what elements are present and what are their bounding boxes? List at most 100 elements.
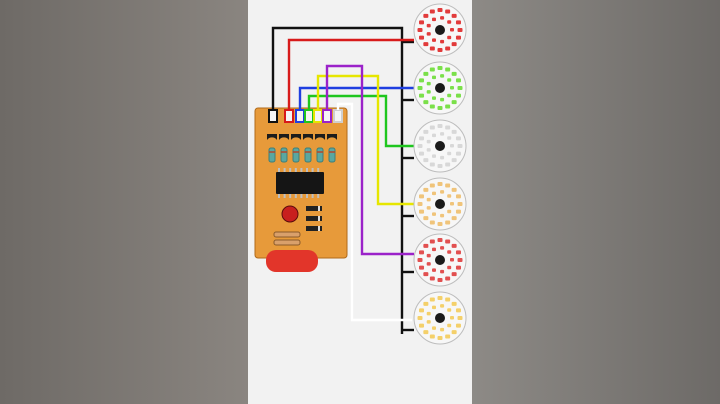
led-chip <box>451 129 457 134</box>
transistor-row <box>267 134 337 140</box>
led-chip <box>455 136 461 141</box>
led-chip <box>440 16 445 20</box>
led-chip <box>457 202 463 206</box>
ic-pin <box>306 168 308 172</box>
ic-pin <box>289 194 292 198</box>
led-chip <box>437 336 443 340</box>
led-chip <box>445 334 451 339</box>
led-chip <box>447 35 452 40</box>
led-chip <box>447 323 452 328</box>
led-chip <box>455 209 461 214</box>
lamp-center-hole <box>435 313 445 323</box>
led-chip <box>451 100 457 105</box>
ic-pin <box>294 168 297 172</box>
led-chip <box>429 276 435 281</box>
ic-pin <box>278 168 280 172</box>
led-chip <box>432 133 436 138</box>
led-chip <box>440 132 445 136</box>
connector-pin <box>268 109 278 123</box>
led-chip <box>455 20 461 25</box>
led-chip <box>417 86 423 90</box>
led-chip <box>451 158 457 163</box>
led-chip <box>447 308 452 312</box>
diode-band <box>318 226 320 231</box>
ic-pin <box>283 168 286 172</box>
led-chip <box>455 308 461 313</box>
right-background-panel <box>472 0 720 404</box>
led-chip <box>432 268 436 272</box>
led-chip <box>445 67 451 72</box>
led-chip <box>419 265 425 270</box>
ic-pin <box>306 194 308 198</box>
led-chip <box>426 253 431 258</box>
led-chip <box>440 155 445 160</box>
led-chip <box>451 42 457 47</box>
led-chip <box>423 42 429 47</box>
led-chip <box>450 202 454 206</box>
wire-channel-1 <box>287 38 414 110</box>
led-chip <box>451 13 457 18</box>
led-chip <box>437 66 443 70</box>
led-chip <box>426 32 431 36</box>
lamp-center-hole <box>435 25 445 35</box>
led-chip <box>426 81 431 86</box>
ic-pin <box>317 168 320 172</box>
wire-channel-6 <box>336 102 412 322</box>
transistor <box>291 134 301 140</box>
resistor <box>316 147 324 163</box>
led-chip <box>423 216 429 221</box>
lamp-center-hole <box>435 83 445 93</box>
led-chip <box>432 38 436 42</box>
led-lamp-3 <box>413 119 467 173</box>
led-chip <box>440 327 445 332</box>
led-chip <box>419 250 425 255</box>
led-chip <box>450 86 454 90</box>
led-chip <box>419 151 425 156</box>
connector-pin <box>304 109 314 123</box>
led-chip <box>419 308 425 313</box>
led-chip <box>426 148 431 152</box>
led-chip <box>429 239 435 244</box>
wire-channel-5 <box>325 64 414 256</box>
led-chip <box>455 323 461 328</box>
led-chip <box>457 86 463 90</box>
led-chip <box>455 93 461 98</box>
ic-pin <box>317 194 320 198</box>
led-chip <box>440 190 445 194</box>
ic-pin <box>278 194 280 198</box>
led-chip <box>432 247 436 252</box>
led-chip <box>457 316 463 320</box>
led-chip <box>432 326 436 330</box>
led-lamp-1 <box>413 3 467 57</box>
led-chip <box>440 269 445 274</box>
led-chip <box>423 13 429 18</box>
electrolytic-capacitor <box>281 205 299 223</box>
led-chip <box>447 20 452 24</box>
led-chip <box>423 272 429 277</box>
led-chip <box>447 93 452 98</box>
ic-pin <box>283 194 286 198</box>
led-chip <box>447 265 452 270</box>
resistor <box>273 231 301 238</box>
led-chip <box>429 162 435 167</box>
connector-pin <box>295 109 305 123</box>
led-chip <box>426 206 431 210</box>
led-chip <box>440 213 445 218</box>
led-chip <box>440 304 445 308</box>
led-chip <box>423 330 429 335</box>
led-chip <box>429 220 435 225</box>
led-chip <box>432 75 436 80</box>
led-chip <box>437 182 443 186</box>
led-chip <box>447 136 452 140</box>
led-chip <box>423 100 429 105</box>
led-lamp-4 <box>413 177 467 231</box>
led-chip <box>417 316 423 320</box>
led-chip <box>445 162 451 167</box>
led-chip <box>419 209 425 214</box>
led-chip <box>437 124 443 128</box>
resistor <box>328 147 336 163</box>
connector-pin <box>284 109 294 123</box>
controller-board <box>254 107 348 272</box>
wire-channel-3 <box>307 94 414 148</box>
led-chip <box>426 139 431 144</box>
